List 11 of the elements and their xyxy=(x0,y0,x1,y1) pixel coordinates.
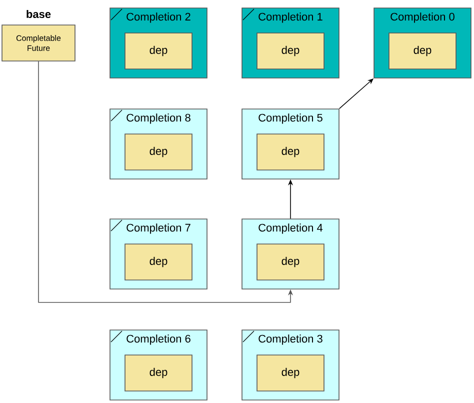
dep-box: dep xyxy=(256,32,324,70)
base-heading: base xyxy=(26,10,51,18)
base-box: Completable Future xyxy=(2,24,76,62)
dep-box: dep xyxy=(124,244,192,280)
dep-box: dep xyxy=(124,354,192,392)
dep-box: dep xyxy=(124,134,192,170)
dep-box: dep xyxy=(256,134,324,170)
dep-box: dep xyxy=(124,32,192,70)
dep-box: dep xyxy=(256,244,324,280)
dep-box: dep xyxy=(256,354,324,392)
dep-box: dep xyxy=(388,32,456,70)
